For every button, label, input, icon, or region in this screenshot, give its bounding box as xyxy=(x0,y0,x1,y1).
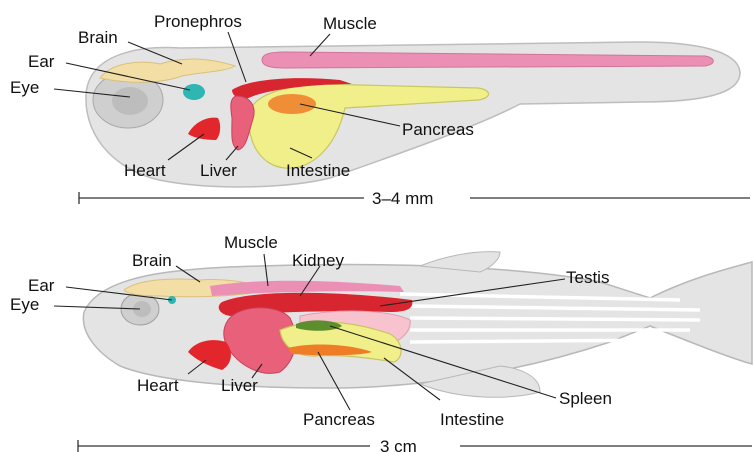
larva-label-liver: Liver xyxy=(200,161,237,180)
adult-diagram: Muscle Brain Kidney Testis Ear Eye Splee… xyxy=(10,233,752,452)
larva-ear xyxy=(183,84,205,100)
adult-label-intestine: Intestine xyxy=(440,410,504,429)
larva-diagram: Brain Pronephros Muscle Ear Eye Pancreas… xyxy=(10,12,750,208)
larva-label-intestine: Intestine xyxy=(286,161,350,180)
adult-label-eye: Eye xyxy=(10,295,39,314)
adult-label-testis: Testis xyxy=(566,268,609,287)
larva-label-brain: Brain xyxy=(78,28,118,47)
larva-scale-label: 3–4 mm xyxy=(372,189,433,208)
adult-label-ear: Ear xyxy=(28,276,55,295)
adult-label-kidney: Kidney xyxy=(292,251,344,270)
adult-scale-label: 3 cm xyxy=(380,437,417,452)
adult-label-pancreas: Pancreas xyxy=(303,410,375,429)
adult-label-liver: Liver xyxy=(221,376,258,395)
larva-label-eye: Eye xyxy=(10,78,39,97)
larva-label-ear: Ear xyxy=(28,52,55,71)
adult-label-brain: Brain xyxy=(132,251,172,270)
adult-label-heart: Heart xyxy=(137,376,179,395)
larva-label-pancreas: Pancreas xyxy=(402,120,474,139)
larva-label-pronephros: Pronephros xyxy=(154,12,242,31)
adult-label-muscle: Muscle xyxy=(224,233,278,252)
larva-label-heart: Heart xyxy=(124,161,166,180)
adult-label-spleen: Spleen xyxy=(559,389,612,408)
larva-pancreas xyxy=(268,94,316,114)
larva-label-muscle: Muscle xyxy=(323,14,377,33)
larva-eye-pupil xyxy=(112,87,148,115)
